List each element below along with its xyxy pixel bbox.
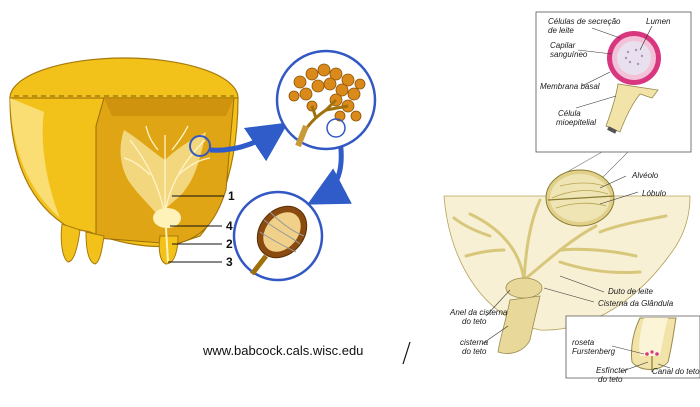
label-lumen: Lumen [646, 17, 671, 26]
label-myoepithelial-1: Célula [558, 109, 581, 118]
label-teat-canal: Canal do teto [652, 367, 700, 376]
single-alveolus-zoom [234, 192, 322, 280]
label-secretory-cells-2: de leite [548, 26, 574, 35]
label-teat-cistern-2: do teto [462, 347, 487, 356]
label-teat-cistern-1: cisterna [460, 338, 489, 347]
label-furstenberg-rosette-2: Furstenberg [572, 347, 616, 356]
number-label-3: 3 [226, 255, 233, 269]
label-teat-sphincter-1: Esfíncter [596, 366, 628, 375]
label-secretory-cells-1: Células de secreção [548, 17, 621, 26]
label-capillary-2: sanguíneo [550, 50, 588, 59]
teat-front-right [86, 232, 104, 264]
number-label-1: 1 [228, 189, 235, 203]
label-teat-cistern-ring-2: do teto [462, 317, 487, 326]
alveoli-cluster-zoom [277, 51, 375, 149]
alveolus-detail-inset: Células de secreção de leite Lumen Capil… [536, 12, 691, 190]
label-capillary-1: Capilar [550, 41, 576, 50]
udder-cutaway-illustration: 1 4 2 3 [10, 58, 238, 269]
source-credit-url: www.babcock.cals.wisc.edu [203, 343, 363, 358]
label-gland-cistern: Cisterna da Glândula [598, 299, 674, 308]
label-lobule: Lóbulo [642, 189, 667, 198]
teat-tip-detail-inset: roseta Furstenberg Esfíncter do teto Can… [566, 316, 700, 384]
label-teat-sphincter-2: do teto [598, 375, 623, 384]
number-label-2: 2 [226, 237, 233, 251]
label-basal-membrane: Membrana basal [540, 82, 600, 91]
label-furstenberg-rosette-1: roseta [572, 338, 595, 347]
teat-front-left [61, 224, 80, 262]
label-teat-cistern-ring-1: Anel da cisterna [449, 308, 508, 317]
number-label-4: 4 [226, 219, 233, 233]
label-myoepithelial-2: mioepitelial [556, 118, 596, 127]
label-alveolus: Alvéolo [631, 171, 659, 180]
label-milk-duct: Duto de leite [608, 287, 653, 296]
